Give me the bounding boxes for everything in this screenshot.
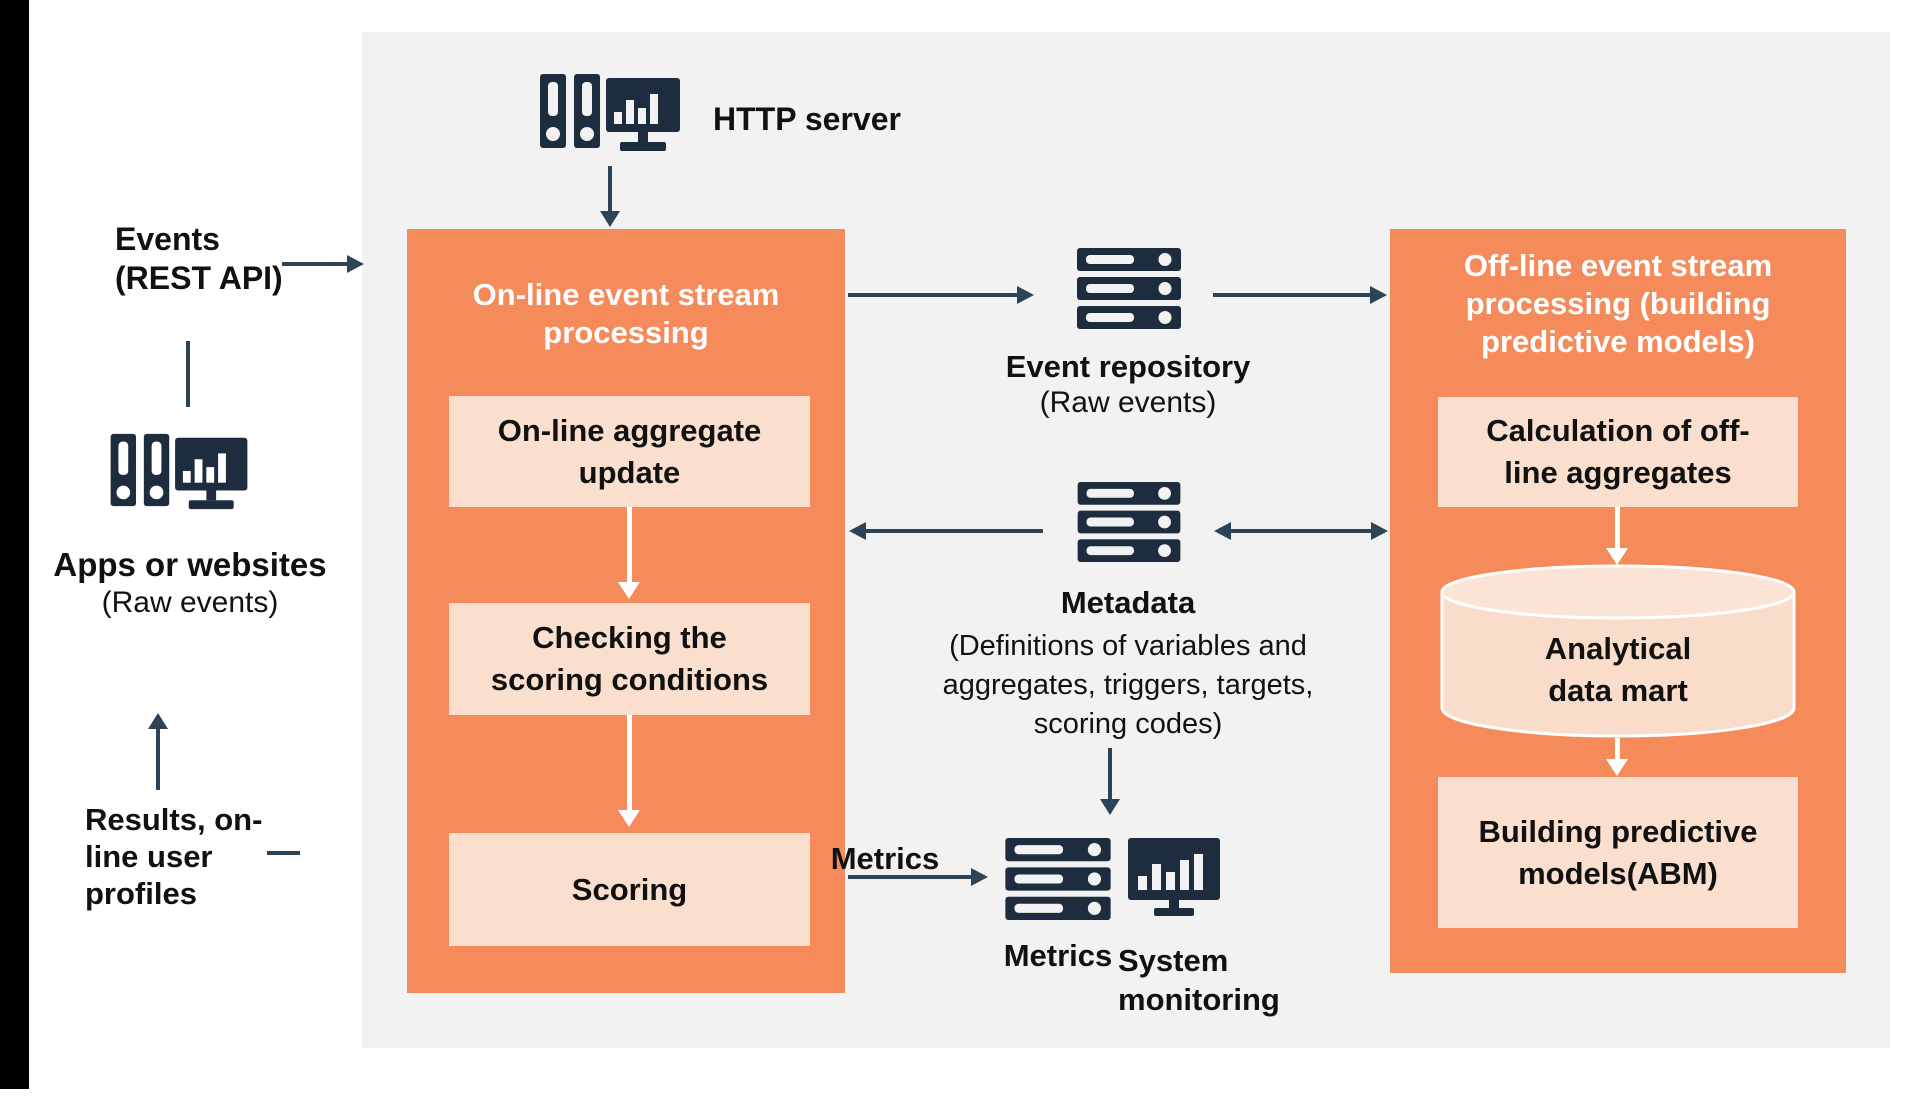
online-box-title-line1: On-line event stream [472, 277, 780, 312]
metrics-server-label: Metrics [1003, 938, 1113, 973]
arrow-metadata-offline-bidirectional [1214, 522, 1388, 540]
apps-subtitle: (Raw events) [101, 586, 279, 619]
metadata-icon [1077, 482, 1181, 562]
online-step-aggregate-update: On-line aggregate update [449, 396, 810, 507]
line-results-stub [267, 851, 300, 855]
arrow-step1-to-step2 [618, 507, 640, 599]
arrow-http-to-online [600, 166, 620, 227]
online-box-title: On-line event stream processing [407, 276, 845, 352]
offline-step2-line2: models(ABM) [1518, 855, 1718, 891]
offline-box-title-line3: predictive models) [1481, 324, 1755, 359]
system-monitoring-line2: monitoring [1118, 982, 1280, 1017]
offline-step1-line1: Calculation of off- [1486, 413, 1750, 448]
arrow-datamart-to-abm [1606, 738, 1628, 776]
arrow-step2-to-step3 [618, 715, 640, 827]
metadata-desc-line2: aggregates, triggers, targets, [942, 669, 1314, 701]
online-step-checking-conditions: Checking the scoring conditions [449, 603, 810, 715]
metrics-server-icon [1005, 838, 1111, 920]
event-repository-title: Event repository [1005, 349, 1251, 384]
apps-title: Apps or websites [53, 546, 327, 583]
apps-or-websites-icon [108, 428, 250, 512]
events-label: Events (REST API) [115, 220, 283, 298]
metadata-desc-line1: (Definitions of variables and [949, 630, 1307, 662]
arrow-online-to-repository [848, 286, 1034, 304]
arrow-scoring-to-metrics [848, 868, 988, 886]
system-monitoring-line1: System [1118, 943, 1229, 978]
analytical-data-mart-cylinder [1438, 562, 1798, 740]
analytical-data-mart-label: Analytical data mart [1438, 628, 1798, 712]
arrow-calc-to-datamart [1606, 507, 1628, 565]
results-label-line3: profiles [85, 876, 197, 911]
offline-step-building-models: Building predictive models(ABM) [1438, 777, 1798, 928]
step3-label: Scoring [571, 871, 688, 907]
results-label-line1: Results, on- [85, 802, 263, 837]
metadata-title: Metadata [1060, 585, 1196, 620]
offline-box-title-line1: Off-line event stream [1463, 248, 1773, 283]
offline-step1-line2: line aggregates [1504, 455, 1732, 490]
offline-step-calculation: Calculation of off- line aggregates [1438, 397, 1798, 507]
step2-line2: scoring conditions [490, 662, 769, 697]
event-repository-icon [1077, 248, 1181, 329]
datamart-line1: Analytical [1544, 631, 1692, 666]
events-label-line1: Events [115, 221, 220, 257]
offline-step2-line1: Building predictive [1478, 813, 1758, 849]
arrow-repository-to-offline [1213, 286, 1387, 304]
left-black-bar [0, 0, 29, 1089]
step1-line1: On-line aggregate [497, 412, 762, 448]
arrow-metadata-to-monitoring [1100, 748, 1120, 815]
step2-line1: Checking the [532, 620, 727, 655]
http-server-label: HTTP server [713, 101, 901, 137]
event-repository-subtitle: (Raw events) [1039, 386, 1217, 419]
http-server-icon [540, 68, 680, 156]
metadata-desc-line3: scoring codes) [1033, 708, 1223, 740]
online-box-title-line2: processing [543, 315, 709, 350]
arrow-events-to-online [282, 255, 364, 273]
system-monitoring-label: System monitoring [1118, 941, 1280, 1019]
arrow-results-to-apps [148, 713, 168, 790]
metrics-arrow-label: Metrics [830, 841, 940, 876]
metadata-description: (Definitions of variables and aggregates… [933, 627, 1323, 744]
online-step-scoring: Scoring [449, 833, 810, 946]
datamart-line2: data mart [1548, 673, 1688, 708]
arrow-metadata-to-online [849, 522, 1043, 540]
line-events-to-apps [186, 341, 190, 407]
results-label-line2: line user [85, 839, 213, 874]
system-monitoring-icon [1128, 838, 1220, 918]
step1-line2: update [578, 454, 681, 490]
events-label-line2: (REST API) [115, 260, 283, 296]
results-label: Results, on- line user profiles [85, 801, 262, 912]
event-repository-label: Event repository (Raw events) [958, 347, 1298, 420]
offline-box-title: Off-line event stream processing (buildi… [1390, 247, 1846, 361]
offline-box-title-line2: processing (building [1465, 286, 1771, 321]
